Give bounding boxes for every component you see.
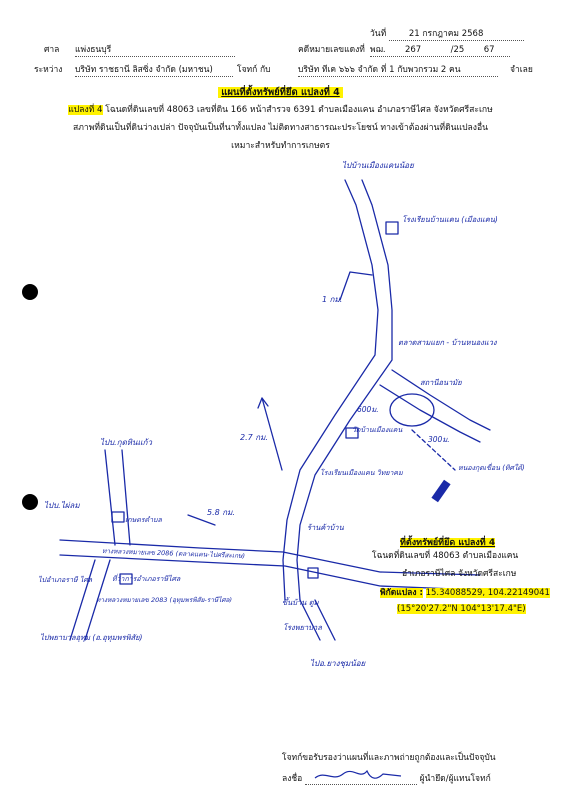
label-highway2: ทางหลวงหมายเลข 2083 (อุทุมพรพิสัย-ราษีไศ…	[96, 596, 232, 604]
case-label: คดีหมายเลขแดงที่	[298, 45, 365, 55]
label-dist-300m: 300ม.	[428, 435, 450, 444]
location-map: ไปบ้านเมืองแคนน้อย โรงเรียนบ้านแคน (เมือ…	[38, 160, 525, 669]
label-wat: วัดบ้านเมืองแคน	[352, 426, 402, 434]
legend-title-wrap: ที่ตั้งทรัพย์ที่ยึด แปลงที่ 4	[400, 530, 496, 549]
signature-line	[304, 769, 417, 785]
label-health: สถานีอนามัย	[420, 378, 462, 387]
description-line-3: เหมาะสำหรับทำการเกษตร	[231, 141, 330, 151]
legend-coords-decimal: 15.34088529, 104.22149041	[425, 588, 550, 598]
case-number: 267	[404, 45, 422, 55]
court-label: ศาล	[44, 45, 60, 55]
between-label: ระหว่าง	[34, 65, 63, 75]
main-road-east-edge	[296, 179, 393, 601]
case-separator: /25	[450, 45, 465, 55]
description-line-1: แปลงที่ 4 โฉนดที่ดินเลขที่ 48063 เลขที่ด…	[0, 102, 561, 116]
date-row: วันที่ 21 กรกฎาคม 2568	[370, 26, 524, 41]
legend-location: อำเภอราษีไศล จังหวัดศรีสะเกษ	[402, 569, 517, 579]
label-school: โรงเรียนบ้านแคน (เมืองแคน)	[402, 215, 498, 224]
legend-title: ที่ตั้งทรัพย์ที่ยึด แปลงที่ 4	[400, 538, 496, 548]
label-kaset: เกษตรตำบล	[125, 516, 162, 524]
description-line-1-text: โฉนดที่ดินเลขที่ 48063 เลขที่ดิน 166 หน้…	[102, 105, 493, 115]
label-hospital: โรงพยาบาล	[283, 623, 322, 632]
legend-coords-dms-wrap: (15°20'27.2"N 104°13'17.4"E)	[397, 604, 526, 614]
label-to-phai-lom: ไปบ.ไผ่ลม	[44, 500, 80, 510]
highway-south-edge	[59, 554, 481, 591]
label-school2: โรงเรียนเมืองแคน วิทยาคม	[320, 468, 403, 477]
legend-deed: โฉนดที่ดินเลขที่ 48063 ตำบลเมืองแคน	[372, 551, 519, 561]
handwritten-signature	[314, 769, 402, 779]
certify-text: โจทก์ขอรับรองว่าแผนที่และภาพถ่ายถูกต้องแ…	[282, 753, 496, 763]
date-value: 21 กรกฎาคม 2568	[388, 26, 524, 41]
label-intersection: ตลาดสามแยก - บ้านหนองแวง	[398, 338, 498, 347]
plaintiff-name: บริษัท ราชธานี ลิสซิ่ง จำกัด (มหาชน)	[75, 62, 233, 77]
label-to-rasi-salai: ไปอำเภอราษี ไศล	[38, 575, 93, 584]
page-title-wrap: แผนที่ตั้งทรัพย์ที่ยึด แปลงที่ 4	[0, 80, 561, 100]
label-amphoe: ที่ว่าการอำเภอราษีไศล	[112, 573, 181, 583]
binder-hole-bottom	[22, 494, 38, 510]
label-dist-1km: 1 กม.	[322, 295, 342, 304]
defendant-name: บริษัท ทีเค ๖๖๖ จำกัด ที่ 1 กับพวกรวม 2 …	[298, 62, 498, 77]
main-road-west-edge	[282, 179, 379, 601]
label-nong-khuean: หนองกุดเขื่อน (ทิศใต้)	[458, 462, 525, 472]
case-year: 67	[483, 45, 495, 55]
legend-coords-row: พิกัดแปลง : 15.34088529, 104.22149041	[380, 585, 550, 599]
page-title: แผนที่ตั้งทรัพย์ที่ยึด แปลงที่ 4	[218, 87, 343, 98]
label-dist-600m: 600ม.	[357, 405, 379, 414]
label-to-songpuay: ไปอ.ยางชุมน้อย	[310, 658, 367, 669]
label-bus: ขึ้นบ้าน ตูม	[282, 597, 320, 607]
label-to-muang-kae: ไปบ้านเมืองแคนน้อย	[342, 160, 415, 170]
sign-role: ผู้นำยึด/ผู้แทนโจทก์	[419, 774, 491, 784]
plot-label: แปลงที่ 4	[68, 105, 103, 115]
case-number-row: พฌ. 267 /25 67	[370, 42, 510, 57]
label-to-uthumphon: ไปพยาบาลอุทุม (อ.อุทุมพรพิสัย)	[40, 633, 143, 642]
legend-coords-label: พิกัดแปลง :	[380, 588, 423, 598]
signature-row: ลงชื่อ ผู้นำยึด/ผู้แทนโจทก์	[282, 769, 491, 785]
label-to-kut-hin: ไปบ.กุดหินแก้ว	[100, 437, 153, 448]
label-kasan-ban: ร้านค้าบ้าน	[307, 523, 345, 532]
label-dist-5-8km: 5.8 กม.	[207, 508, 235, 517]
binder-hole-top	[22, 284, 38, 300]
label-dist-2-7km: 2.7 กม.	[240, 433, 268, 442]
plot-marker	[431, 479, 451, 503]
sign-label: ลงชื่อ	[282, 774, 303, 784]
court-value: แพ่งธนบุรี	[75, 42, 235, 57]
case-prefix: พฌ.	[370, 45, 386, 55]
defendant-role: จำเลย	[510, 65, 533, 75]
highway-north-edge	[59, 539, 481, 576]
plaintiff-role: โจทก์ กับ	[237, 65, 271, 75]
description-line-2: สภาพที่ดินเป็นที่ดินว่างเปล่า ปัจจุบันเป…	[72, 123, 489, 133]
date-label: วันที่	[370, 29, 387, 39]
legend-coords-dms: (15°20'27.2"N 104°13'17.4"E)	[397, 604, 526, 614]
